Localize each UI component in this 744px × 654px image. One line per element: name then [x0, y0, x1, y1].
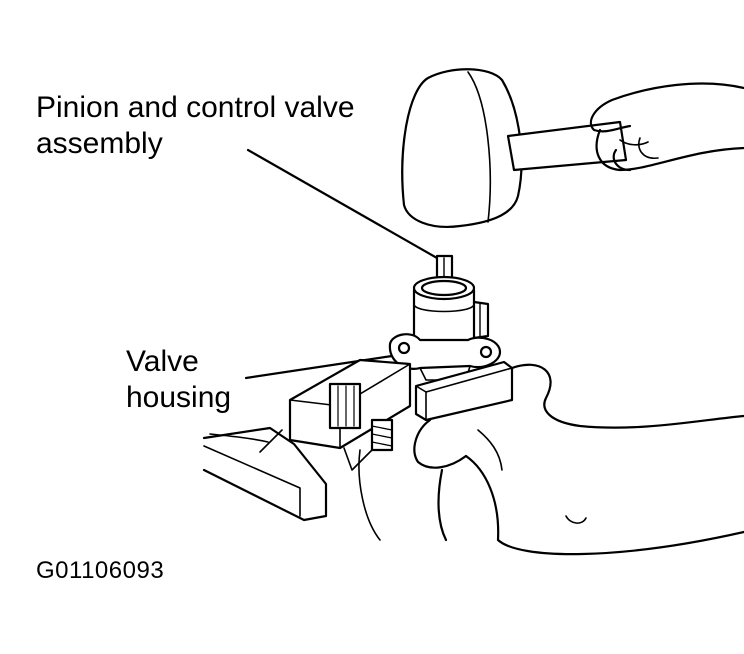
- valve-housing: [288, 358, 514, 452]
- mallet: [401, 68, 628, 228]
- vise-base: [202, 426, 381, 541]
- hand-upper: [589, 82, 744, 172]
- label-pinion-line1: Pinion and control valve: [36, 91, 355, 124]
- leader-pinion: [246, 148, 439, 260]
- label-valve-line1: Valve: [126, 345, 199, 378]
- label-pinion-line2: assembly: [36, 127, 163, 160]
- bench-edge: [209, 433, 269, 443]
- hand-lower: [413, 363, 744, 556]
- label-valve-line2: housing: [126, 381, 232, 414]
- figure-code: G01106093: [36, 557, 165, 584]
